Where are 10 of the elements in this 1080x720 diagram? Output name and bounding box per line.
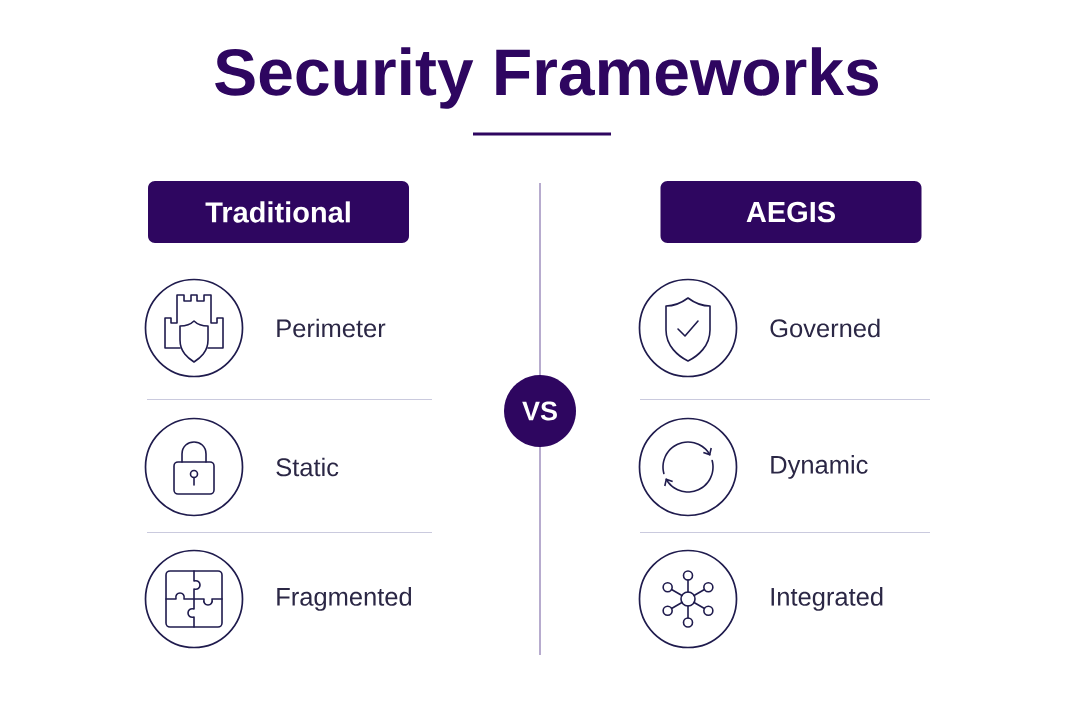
column-header: AEGIS (660, 181, 922, 243)
item-label: Perimeter (277, 318, 386, 338)
column-header: Traditional (148, 181, 409, 243)
item-label: Governed (770, 318, 880, 338)
vs-badge: VS (504, 375, 576, 447)
item-label: Integrated (771, 587, 883, 611)
item-label: Dynamic (771, 455, 868, 479)
title: Security Frameworks (215, 47, 878, 109)
item-label: Fragmented (277, 587, 412, 611)
item-label: Static (276, 457, 339, 477)
